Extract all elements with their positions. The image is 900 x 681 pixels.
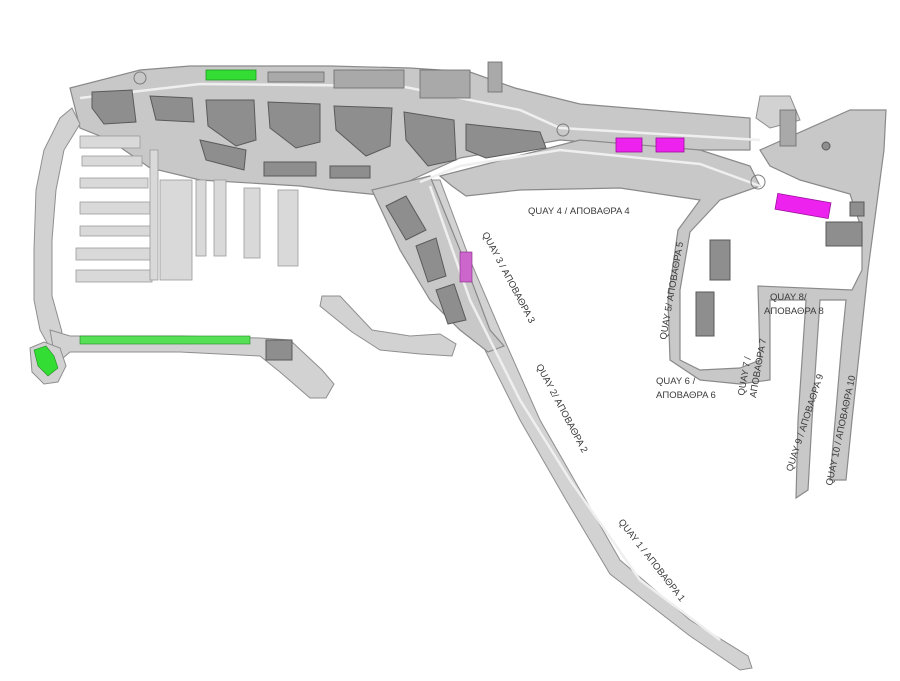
building: [849, 201, 865, 217]
building: [825, 221, 863, 247]
building: [333, 69, 405, 89]
east-block: [438, 109, 887, 500]
west-breakwater: [33, 107, 81, 349]
marina-piers: [75, 135, 299, 283]
pier: [149, 149, 159, 281]
building: [333, 105, 393, 157]
magenta-highlight-area: [615, 137, 643, 153]
building: [435, 283, 467, 325]
building: [415, 237, 447, 283]
pier: [277, 189, 299, 267]
building: [91, 89, 137, 125]
quay-4-label: QUAY 4 / ΑΠΟΒΑΘΡΑ 4: [528, 206, 630, 217]
green-berth-head: [33, 345, 59, 377]
pier: [79, 177, 149, 189]
building: [149, 95, 195, 123]
magenta-highlight-area: [459, 251, 473, 283]
highlights: [33, 69, 832, 377]
quay-8-label-greek: ΑΠΟΒΑΘΡΑ 8: [764, 306, 824, 317]
building: [821, 141, 831, 151]
building: [779, 109, 797, 147]
building: [385, 195, 427, 241]
building: [265, 339, 293, 361]
pier: [79, 135, 141, 149]
green-berths: [79, 335, 251, 345]
pier: [195, 179, 207, 257]
building: [205, 99, 257, 147]
building: [263, 161, 317, 177]
pier: [213, 179, 227, 257]
roundabout: [556, 123, 570, 137]
roundabout: [133, 71, 147, 85]
pier: [75, 247, 153, 261]
roundabout: [750, 174, 766, 190]
inner-pier: [319, 295, 457, 357]
road: [419, 148, 761, 188]
magenta-highlight-area: [655, 137, 685, 153]
building: [465, 123, 547, 159]
pier: [79, 201, 151, 215]
pier: [243, 187, 261, 259]
green-highlight-area: [205, 69, 257, 81]
building: [267, 101, 321, 149]
building: [199, 139, 247, 171]
magenta-highlight-area: [774, 192, 832, 220]
pier: [79, 225, 153, 237]
quay-8-label: QUAY 8/: [770, 292, 807, 303]
building: [419, 69, 471, 99]
building: [709, 239, 731, 281]
pier: [81, 155, 143, 167]
building: [267, 71, 325, 83]
building: [695, 291, 715, 337]
building: [487, 61, 503, 93]
quay-6-label: QUAY 6 /: [656, 376, 696, 387]
quay-6-label-greek: ΑΠΟΒΑΘΡΑ 6: [656, 390, 716, 401]
building: [329, 165, 371, 179]
pier: [159, 179, 193, 281]
building: [403, 111, 457, 167]
buildings: [91, 61, 865, 361]
pier: [75, 269, 153, 283]
